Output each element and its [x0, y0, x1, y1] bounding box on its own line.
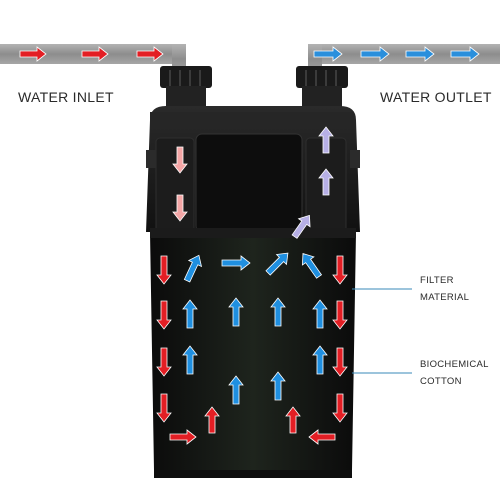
up-arrow-icon — [270, 371, 286, 401]
filter-material-line1: FILTER — [420, 275, 454, 286]
down-arrow-icon — [172, 146, 188, 174]
up-arrow-icon — [318, 168, 334, 196]
down-arrow-icon — [156, 255, 172, 285]
inlet-arrow-icon — [136, 46, 164, 62]
up-arrow-icon — [228, 297, 244, 327]
down-arrow-icon — [332, 255, 348, 285]
outlet-arrow-icon — [450, 46, 480, 62]
filter-canister — [150, 228, 356, 478]
up-arrow-icon — [265, 252, 289, 276]
right-arrow-icon — [169, 429, 197, 445]
filter-material-label: FILTER MATERIAL — [420, 272, 469, 306]
up-arrow-icon — [285, 406, 301, 434]
flow-arrows — [19, 46, 480, 445]
up-arrow-icon — [291, 214, 311, 239]
up-arrow-icon — [204, 406, 220, 434]
down-arrow-icon — [332, 393, 348, 423]
left-arrow-icon — [308, 429, 336, 445]
up-arrow-icon — [312, 299, 328, 329]
inlet-arrow-icon — [19, 46, 47, 62]
outlet-arrow-icon — [405, 46, 435, 62]
up-arrow-icon — [301, 252, 323, 279]
outlet-arrow-icon — [313, 46, 343, 62]
down-arrow-icon — [172, 194, 188, 222]
outlet-arrow-icon — [360, 46, 390, 62]
up-arrow-icon — [270, 297, 286, 327]
down-arrow-icon — [156, 300, 172, 330]
down-arrow-icon — [332, 347, 348, 377]
up-arrow-icon — [312, 345, 328, 375]
up-arrow-icon — [182, 299, 198, 329]
water-outlet-label: WATER OUTLET — [380, 89, 492, 105]
up-arrow-icon — [228, 375, 244, 405]
biochemical-cotton-label: BIOCHEMICAL COTTON — [420, 356, 489, 390]
up-arrow-icon — [318, 126, 334, 154]
down-arrow-icon — [156, 347, 172, 377]
down-arrow-icon — [332, 300, 348, 330]
filter-material-line2: MATERIAL — [420, 292, 470, 303]
up-arrow-icon — [182, 345, 198, 375]
outlet-connector — [296, 66, 348, 110]
biochemical-cotton-line1: BIOCHEMICAL — [420, 359, 489, 370]
down-arrow-icon — [156, 393, 172, 423]
inlet-connector — [160, 66, 212, 110]
right-arrow-icon — [221, 255, 251, 271]
inlet-pipe — [0, 44, 186, 74]
inlet-arrow-icon — [81, 46, 109, 62]
water-inlet-label: WATER INLET — [18, 89, 114, 105]
biochemical-cotton-line2: COTTON — [420, 376, 462, 387]
up-arrow-icon — [183, 254, 203, 283]
